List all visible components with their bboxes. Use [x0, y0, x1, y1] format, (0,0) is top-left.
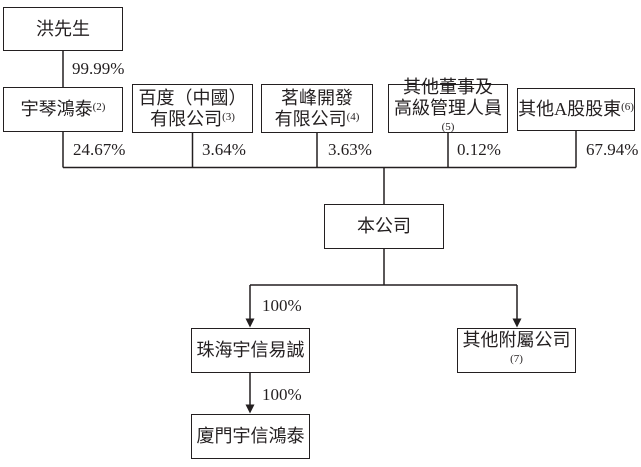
- node-label: 茗峰開發: [281, 87, 353, 108]
- arrowhead-to-zhuhai: [245, 318, 255, 328]
- node-label: 有限公司(4): [274, 108, 360, 129]
- node-label: 其他附屬公司(7): [462, 329, 571, 365]
- edge-label-yuqin-company: 24.67%: [73, 140, 126, 159]
- node-other-directors-management: 其他董事及 高級管理人員(5): [388, 77, 508, 133]
- node-label: 洪先生: [36, 18, 90, 39]
- node-other-subsidiaries: 其他附屬公司(7): [457, 328, 576, 373]
- node-label: 有限公司(3): [150, 108, 235, 129]
- node-baidu-china: 百度（中國） 有限公司(3): [132, 84, 253, 133]
- edge-label-mingfeng-company: 3.63%: [328, 140, 372, 159]
- node-yuqin-hongtai: 宇琴鴻泰(2): [3, 87, 123, 132]
- footnote-marker: (7): [510, 352, 523, 365]
- node-zhuhai-yuxin-yicheng: 珠海宇信易誠: [191, 328, 310, 373]
- node-label: 本公司: [357, 216, 411, 236]
- footnote-marker: (5): [441, 121, 455, 133]
- node-label: 其他董事及: [403, 77, 493, 97]
- edge-label-hong-yuqin: 99.99%: [72, 59, 125, 78]
- edge-label-baidu-company: 3.64%: [202, 140, 246, 159]
- footnote-marker: (2): [92, 101, 106, 113]
- node-label: 宇琴鴻泰(2): [20, 99, 106, 119]
- node-other-a-share-holders: 其他A股股東(6): [517, 88, 635, 131]
- node-mr-hong: 洪先生: [3, 7, 123, 51]
- arrowhead-to-subsidiaries: [512, 318, 522, 328]
- node-xiamen-yuxin-hongtai: 廈門宇信鴻泰: [191, 414, 310, 459]
- node-mingfeng-development: 茗峰開發 有限公司(4): [261, 84, 373, 133]
- node-label: 高級管理人員(5): [394, 98, 502, 133]
- edge-label-directors-company: 0.12%: [457, 140, 501, 159]
- footnote-marker: (4): [346, 110, 360, 123]
- node-label: 廈門宇信鴻泰: [196, 426, 305, 446]
- edge-label-zhuhai-xiamen: 100%: [262, 385, 302, 404]
- node-the-company: 本公司: [324, 204, 444, 249]
- footnote-marker: (3): [222, 110, 235, 123]
- edge-label-ashare-company: 67.94%: [586, 140, 639, 159]
- node-label: 其他A股股東(6): [518, 99, 634, 119]
- edge-label-company-zhuhai: 100%: [262, 296, 302, 315]
- node-label: 百度（中國）: [138, 87, 247, 108]
- footnote-marker: (6): [621, 101, 634, 113]
- arrowhead-to-xiamen: [245, 404, 255, 414]
- node-label: 珠海宇信易誠: [196, 340, 305, 360]
